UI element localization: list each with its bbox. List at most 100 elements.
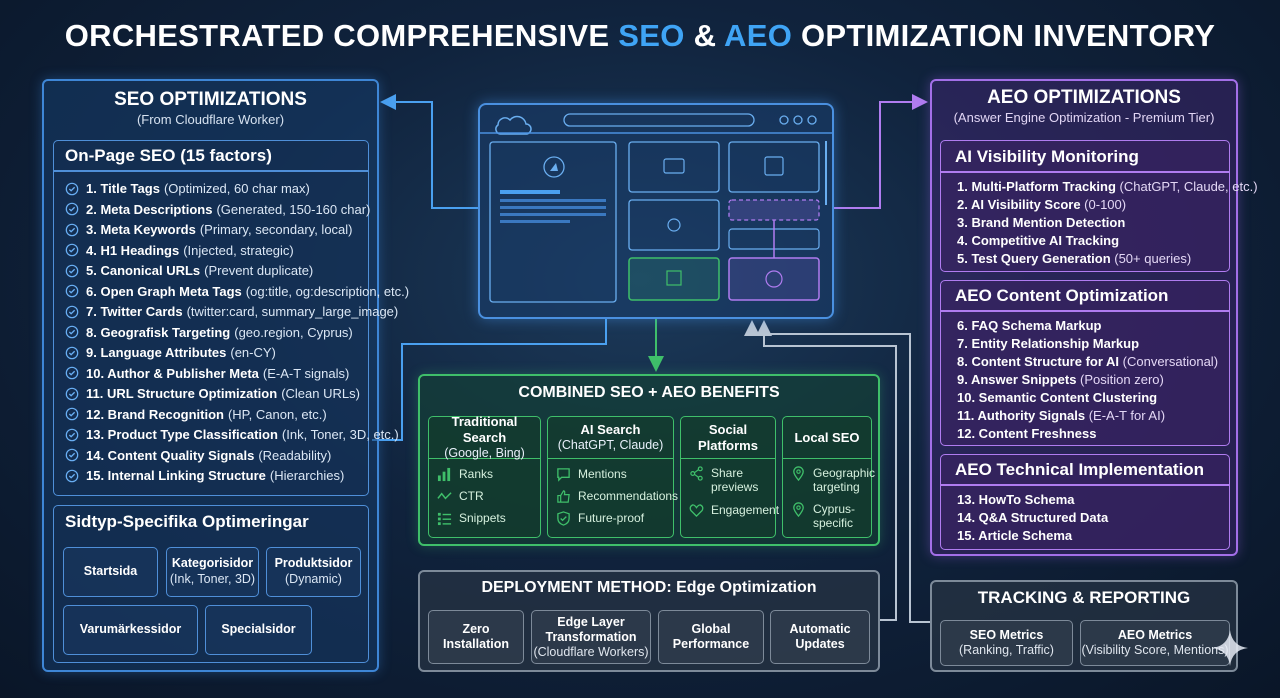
sparkle-icon [1212,630,1248,666]
onpage-seo-title: On-Page SEO (15 factors) [65,146,272,165]
seo-item-name: 11. URL Structure Optimization [86,386,278,402]
benefit-ai-search: AI Search(ChatGPT, Claude) Mentions Reco… [547,416,678,538]
aeo-content-title: AEO Content Optimization [955,286,1169,305]
seo-panel: SEO OPTIMIZATIONS (From Cloudflare Worke… [42,79,409,672]
divider [941,171,1229,173]
aeo-technical-list: 13. HowTo Schema 14. Q&A Structured Data 1… [941,486,1229,546]
bar-chart-icon [437,467,451,481]
divider [941,484,1229,486]
aeo-technical-box: AEO Technical Implementation 13. HowTo S… [940,454,1230,550]
check-circle-icon [65,469,79,483]
benefit-item-label: Engagement [711,503,780,517]
tracking-item-title: SEO Metrics [969,628,1044,642]
seo-item-detail: (Primary, secondary, local) [199,222,353,238]
aeo-item-detail: (50+ queries) [1110,250,1192,266]
aeo-item-name: 8. Content Structure for AI [957,353,1120,369]
seo-panel-title: SEO OPTIMIZATIONS [114,89,307,110]
aeo-item: 6. FAQ Schema Markup [957,318,1229,336]
seo-item-detail: (Hierarchies) [269,468,345,484]
benefit-local-seo: Local SEO Geographic targeting Cyprus-sp… [782,416,876,538]
tracking-seo-metrics: SEO Metrics(Ranking, Traffic) [940,620,1073,666]
check-circle-icon [65,387,79,401]
aeo-panel: AEO OPTIMIZATIONS (Answer Engine Optimiz… [930,79,1258,556]
check-circle-icon [65,182,79,196]
deploy-title: Global [691,622,731,636]
deployment-title-text: DEPLOYMENT METHOD: Edge Optimization [481,579,817,596]
tracking-item-detail: (Ranking, Traffic) [959,643,1054,657]
aeo-item-name: 10. Semantic Content Clustering [957,389,1158,405]
trend-icon [437,491,452,499]
check-circle-icon [65,202,79,216]
seo-panel-subtitle: (From Cloudflare Worker) [136,112,285,127]
onpage-seo-box: On-Page SEO (15 factors) 1. Title Tags(O… [53,140,409,496]
deploy-detail: (Cloudflare Workers) [533,644,649,659]
benefit-item-label: CTR [459,489,484,503]
seo-item-detail: (Generated, 150-160 char) [216,201,371,217]
onpage-seo-item: 14. Content Quality Signals(Readability) [65,445,368,466]
aeo-item: 8. Content Structure for AI (Conversatio… [957,354,1229,372]
page-type-startsida: Startsida [63,547,158,597]
check-circle-icon [65,346,79,360]
aeo-item: 2. AI Visibility Score (0-100) [957,197,1229,215]
aeo-item: 5. Test Query Generation (50+ queries) [957,251,1229,269]
aeo-item-detail: (E-A-T for AI) [1085,407,1166,423]
deployment-title: DEPLOYMENT METHOD: Edge Optimization [420,579,878,597]
aeo-item: 14. Q&A Structured Data [957,510,1229,528]
seo-item-detail: (geo.region, Cyprus) [234,324,353,340]
benefits-panel: COMBINED SEO + AEO BENEFITS Traditional … [418,374,880,546]
aeo-item-name: 3. Brand Mention Detection [957,214,1126,230]
check-circle-icon [65,284,79,298]
aeo-item-name: 2. AI Visibility Score [957,196,1081,212]
onpage-seo-item: 6. Open Graph Meta Tags(og:title, og:des… [65,281,409,302]
sidtyp-title: Sidtyp-Specifika Optimeringar [65,512,309,531]
seo-item-detail: (Clean URLs) [281,386,360,402]
aeo-item: 11. Authority Signals (E-A-T for AI) [957,408,1229,426]
onpage-seo-item: 15. Internal Linking Structure(Hierarchi… [65,466,368,487]
benefit-item: Mentions [548,463,673,485]
benefit-item-label: Geographic targeting [813,466,876,495]
seo-item-name: 14. Content Quality Signals [86,447,255,463]
aeo-item-name: 13. HowTo Schema [957,491,1075,507]
benefit-subtitle: (ChatGPT, Claude) [557,437,664,452]
aeo-item: 3. Brand Mention Detection [957,215,1229,233]
seo-item-detail: (og:title, og:description, etc.) [245,283,410,299]
benefit-item-label: Share previews [711,466,759,495]
seo-item-name: 10. Author & Publisher Meta [86,365,259,381]
seo-item-name: 7. Twitter Cards [86,304,183,320]
deploy-title-line2: Installation [443,637,509,651]
seo-item-name: 5. Canonical URLs [86,263,201,279]
ai-visibility-box: AI Visibility Monitoring 1. Multi-Platfo… [940,140,1258,272]
page-type-varumarkessidor: Varumärkessidor [63,605,198,655]
seo-item-detail: (twitter:card, summary_large_image) [186,304,399,320]
benefit-item: Cyprus-specific [783,499,871,535]
ai-visibility-list: 1. Multi-Platform Tracking (ChatGPT, Cla… [941,173,1258,269]
benefit-item: Ranks [429,463,540,485]
aeo-item-name: 4. Competitive AI Tracking [957,232,1120,248]
aeo-item: 15. Article Schema [957,528,1229,546]
heart-icon [689,503,704,517]
list-icon [437,512,452,525]
benefit-title: AI Search [580,422,641,438]
chat-icon [557,467,570,482]
check-circle-icon [65,448,79,462]
benefit-title: Social [708,421,748,437]
seo-item-name: 9. Language Attributes [86,345,227,361]
aeo-panel-title: AEO OPTIMIZATIONS [987,87,1181,108]
benefit-traditional-search: Traditional Search(Google, Bing) Ranks C… [428,414,541,538]
divider [54,170,368,172]
deploy-title: Edge Layer [557,614,625,629]
aeo-item-name: 14. Q&A Structured Data [957,509,1109,525]
deployment-panel: DEPLOYMENT METHOD: Edge Optimization Zer… [418,570,880,672]
seo-item-detail: (Optimized, 60 char max) [163,181,310,197]
page-type-detail: (Dynamic) [285,572,342,586]
aeo-item: 13. HowTo Schema [957,492,1229,510]
onpage-seo-item: 9. Language Attributes(en-CY) [65,343,368,364]
tracking-item-detail: (Visibility Score, Mentions) [1081,643,1229,657]
benefits-title: COMBINED SEO + AEO BENEFITS [518,384,780,401]
title-part: OPTIMIZATION INVENTORY [792,18,1216,53]
deploy-title: Automatic [789,622,851,636]
shield-icon [557,510,570,526]
